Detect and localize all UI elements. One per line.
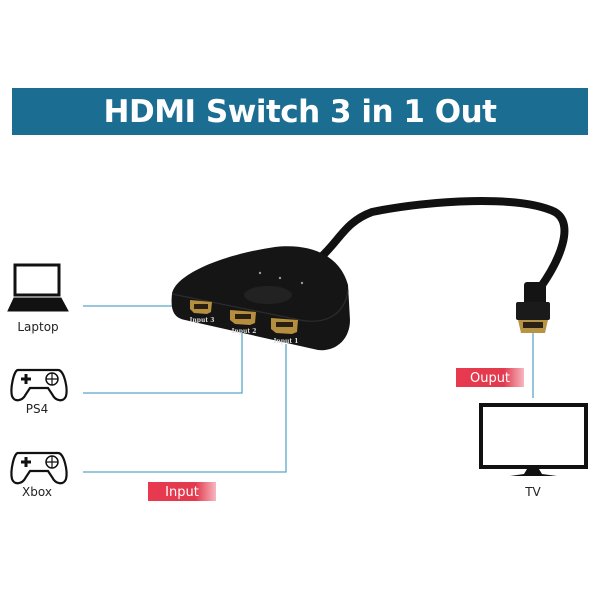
port-input-3[interactable]: Input 3	[190, 300, 215, 324]
svg-text:Input 1: Input 1	[274, 338, 299, 345]
xbox-line	[83, 344, 287, 473]
port-input-1[interactable]: Input 1	[271, 318, 298, 345]
ps4-line	[83, 332, 243, 394]
title-banner: HDMI Switch 3 in 1 Out	[12, 88, 588, 135]
gamepad-icon	[10, 451, 68, 485]
input-badge: Input	[148, 482, 216, 501]
gamepad-icon	[10, 368, 68, 402]
select-button[interactable]	[244, 286, 292, 304]
connection-lines	[83, 305, 534, 473]
svg-text:Ouput: Ouput	[470, 371, 510, 386]
svg-text:Input 3: Input 3	[190, 317, 215, 324]
device-label-tv: TV	[524, 485, 541, 499]
hdmi-cable	[317, 197, 569, 291]
output-badge: Ouput	[456, 368, 524, 387]
device-label-laptop: Laptop	[17, 320, 58, 334]
laptop-icon	[7, 263, 69, 312]
svg-text:Input: Input	[165, 485, 199, 500]
device-label-ps4: PS4	[26, 402, 49, 416]
port-input-2[interactable]: Input 2	[230, 310, 256, 335]
page-title: HDMI Switch 3 in 1 Out	[103, 93, 497, 130]
hdmi-output-connector	[516, 282, 550, 333]
hdmi-switch-device: Input 3 Input 2 Input 1	[171, 246, 350, 351]
svg-text:Input 2: Input 2	[232, 328, 257, 335]
device-label-xbox: Xbox	[22, 485, 52, 499]
tv-icon	[479, 403, 588, 476]
